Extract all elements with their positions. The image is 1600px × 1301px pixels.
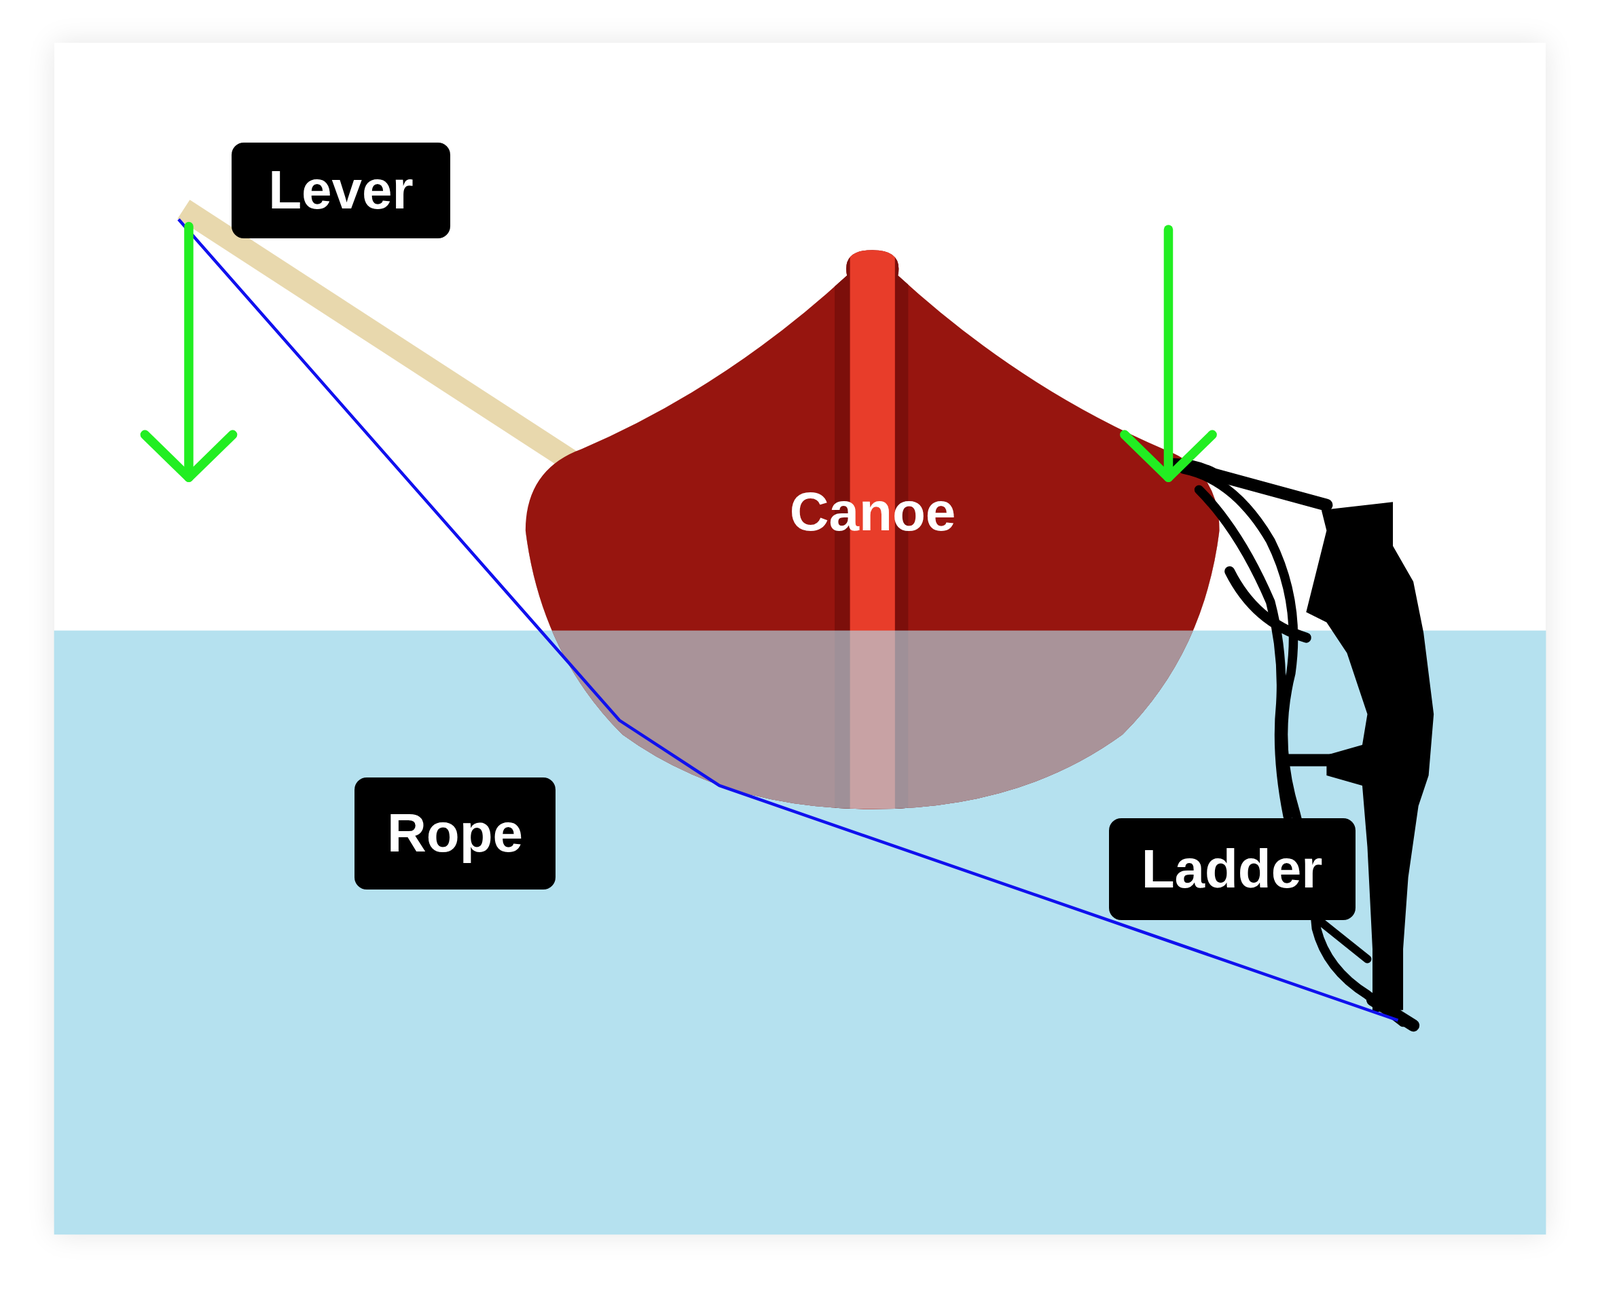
canoe-body [510,245,1245,836]
label-text: Rope [387,803,523,864]
lever-bar [183,209,572,462]
label-text: Ladder [1141,839,1323,900]
label-text: Lever [268,160,413,221]
label-box: Ladder [1108,818,1356,921]
force-arrows [144,226,1213,479]
climber-silhouette [1305,501,1434,1012]
part-label: Canoe [789,482,957,542]
rope-line [178,219,1399,1021]
label-box: Lever [231,142,451,239]
label-box: Rope [354,777,556,890]
